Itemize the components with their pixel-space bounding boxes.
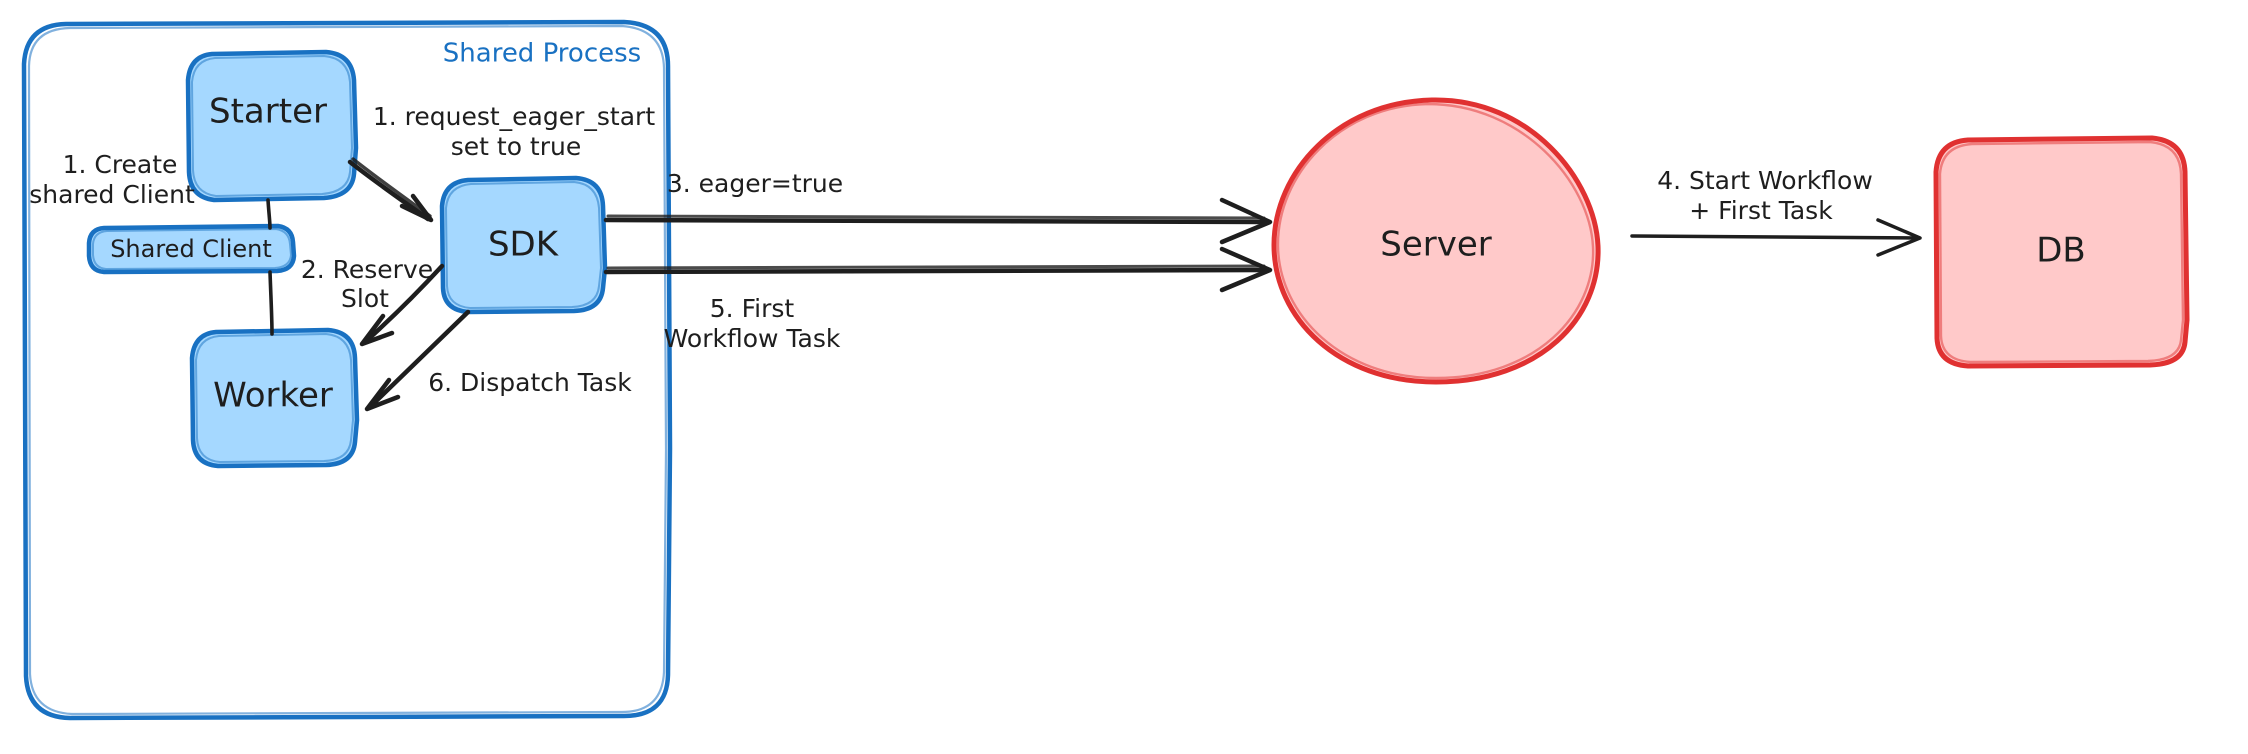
edge-sdk-server-firsttask[interactable]: 5. First Workflow Task — [603, 246, 1273, 353]
shared-client-shape — [86, 223, 297, 275]
node-worker[interactable]: Worker — [189, 327, 360, 469]
edge-label-6-line1: 5. First — [710, 294, 795, 323]
edge-sdk-worker-reserve[interactable]: 2. Reserve Slot — [301, 255, 445, 347]
edge-sdk-server-eager[interactable]: 3. eager=true — [603, 169, 1273, 245]
shared-client-shape-sketch — [92, 228, 292, 270]
edge-line-sdk-worker-reserve — [361, 263, 445, 346]
edge-label-1-line2: shared Client — [29, 180, 195, 209]
edge-starter-shared-client[interactable]: 1. Create shared Client — [29, 150, 274, 336]
node-db[interactable]: DB — [1933, 135, 2190, 369]
edge-server-db[interactable]: 4. Start Workflow + First Task — [1630, 166, 1922, 257]
edge-arrowhead-starter-sdk — [399, 193, 434, 223]
edge-line-sharedclient-worker — [268, 270, 274, 336]
edge-arrowhead-sdk-server-firsttask — [1219, 246, 1273, 293]
edge-label-4-line1: 3. eager=true — [667, 169, 843, 198]
edge-label-1-line1: 1. Create — [63, 150, 178, 179]
sdk-label: SDK — [488, 225, 560, 265]
node-starter[interactable]: Starter — [185, 49, 359, 203]
edge-arrowhead-server-db — [1876, 218, 1922, 257]
starter-shape — [185, 49, 359, 203]
shared-process-border-sketch — [27, 24, 668, 716]
worker-shape-sketch — [195, 333, 354, 463]
edge-sdk-worker-dispatch[interactable]: 6. Dispatch Task — [364, 309, 632, 412]
starter-shape-sketch — [191, 55, 353, 197]
worker-shape — [189, 327, 360, 469]
edge-arrowhead-sdk-server-eager — [1219, 197, 1273, 245]
edge-label-2-line1: 1. request_eager_start — [373, 102, 655, 131]
edge-starter-sdk[interactable]: 1. request_eager_start set to true — [347, 102, 655, 223]
shared-process-title: Shared Process — [443, 39, 641, 69]
edge-label-6-line2: Workflow Task — [664, 324, 841, 353]
edge-line-sdk-worker-dispatch — [366, 309, 471, 411]
edge-label-3-line1: 2. Reserve — [301, 255, 433, 284]
sdk-shape — [439, 175, 608, 315]
edge-label-7-line1: 6. Dispatch Task — [428, 368, 632, 397]
edge-label-2-line2: set to true — [451, 132, 582, 161]
node-server[interactable]: Server — [1271, 97, 1601, 385]
shared-process-container[interactable]: Shared Process — [21, 19, 673, 721]
edge-arrowhead-sdk-worker-dispatch — [364, 377, 401, 412]
db-shape-sketch — [1938, 140, 2185, 364]
node-shared-client[interactable]: Shared Client — [86, 223, 297, 275]
db-shape — [1933, 135, 2190, 369]
server-shape-sketch — [1276, 102, 1595, 380]
shared-process-border — [21, 19, 673, 721]
edge-line-sdk-server-firsttask — [603, 267, 1269, 275]
server-shape — [1271, 97, 1601, 385]
edge-label-3-line2: Slot — [341, 284, 389, 313]
shared-client-label: Shared Client — [110, 235, 272, 263]
edge-line-sdk-server-eager-sketch — [606, 214, 1266, 220]
server-label: Server — [1380, 225, 1492, 265]
edge-label-5-line2: + First Task — [1689, 196, 1833, 225]
edge-line-sdk-server-eager — [603, 217, 1269, 225]
starter-label: Starter — [209, 92, 327, 132]
edge-line-starter-sdk-sketch — [351, 157, 432, 218]
edge-label-5-line1: 4. Start Workflow — [1657, 166, 1873, 195]
sdk-shape-sketch — [445, 181, 602, 309]
edge-line-starter-sharedclient — [266, 198, 272, 230]
db-label: DB — [2036, 231, 2086, 271]
node-sdk[interactable]: SDK — [439, 175, 608, 315]
edge-line-server-db — [1630, 234, 1918, 240]
worker-label: Worker — [213, 376, 333, 416]
edge-arrowhead-sdk-worker-reserve — [359, 313, 395, 347]
edge-line-sdk-server-firsttask-sketch — [606, 264, 1266, 270]
